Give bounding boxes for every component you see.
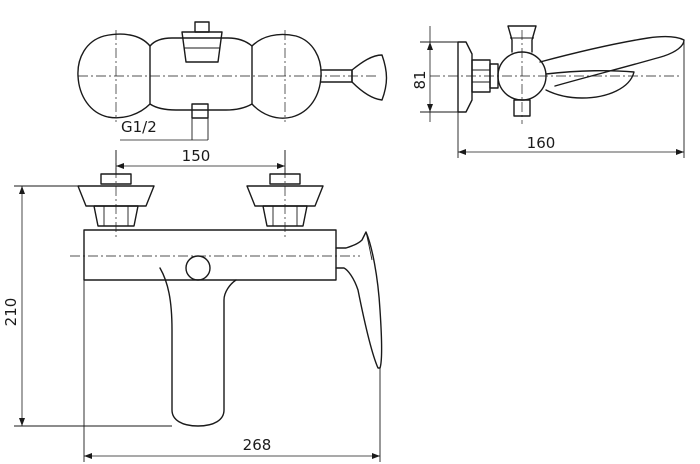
dim268-arrow-left <box>84 453 92 459</box>
thread-annotation: G1/2 <box>120 118 209 141</box>
top-view-body <box>149 37 253 111</box>
dim210-arrow-top <box>19 186 25 194</box>
side-depth-label: 160 <box>527 134 556 152</box>
dim268-arrow-right <box>372 453 380 459</box>
front-lever-edge <box>365 231 373 261</box>
top-view-outlet <box>191 103 209 119</box>
top-view-left-rosette <box>77 33 151 119</box>
dim81-arrow-top <box>427 42 433 50</box>
top-view-diverter <box>181 31 223 63</box>
side-view-handle-grip <box>545 69 635 99</box>
inlet-spacing-label: 150 <box>182 147 211 165</box>
front-left-nut <box>93 205 139 227</box>
dim160-arrow-right <box>676 149 684 155</box>
top-view-handle-lever <box>351 54 388 101</box>
top-view-diverter-cap <box>194 21 210 33</box>
side-view-handle <box>539 35 685 87</box>
side-view-outlet <box>513 99 531 117</box>
side-view-nut <box>471 59 491 93</box>
top-view-right-rosette <box>251 33 322 119</box>
side-height-label: 81 <box>411 70 429 89</box>
side-view <box>430 25 685 124</box>
front-right-rosette <box>246 185 324 207</box>
dim150-arrow-left <box>116 163 124 169</box>
front-dimensions: 150 210 268 <box>2 147 381 462</box>
front-diverter-knob <box>185 255 211 281</box>
dim81-arrow-bottom <box>427 104 433 112</box>
top-view <box>77 21 388 122</box>
thread-size-label: G1/2 <box>121 118 157 136</box>
side-view-flange <box>457 41 473 113</box>
side-view-diverter <box>507 25 537 53</box>
dim210-arrow-bottom <box>19 418 25 426</box>
height-label: 210 <box>2 298 20 327</box>
front-view <box>70 150 383 427</box>
body-width-label: 268 <box>243 436 272 454</box>
front-left-rosette <box>77 185 155 207</box>
dim160-arrow-left <box>458 149 466 155</box>
dim150-arrow-right <box>277 163 285 169</box>
side-dimensions: 81 160 <box>411 26 685 158</box>
front-lever <box>335 231 383 369</box>
front-body <box>83 229 337 281</box>
front-right-nut <box>262 205 308 227</box>
front-spout <box>159 267 237 427</box>
